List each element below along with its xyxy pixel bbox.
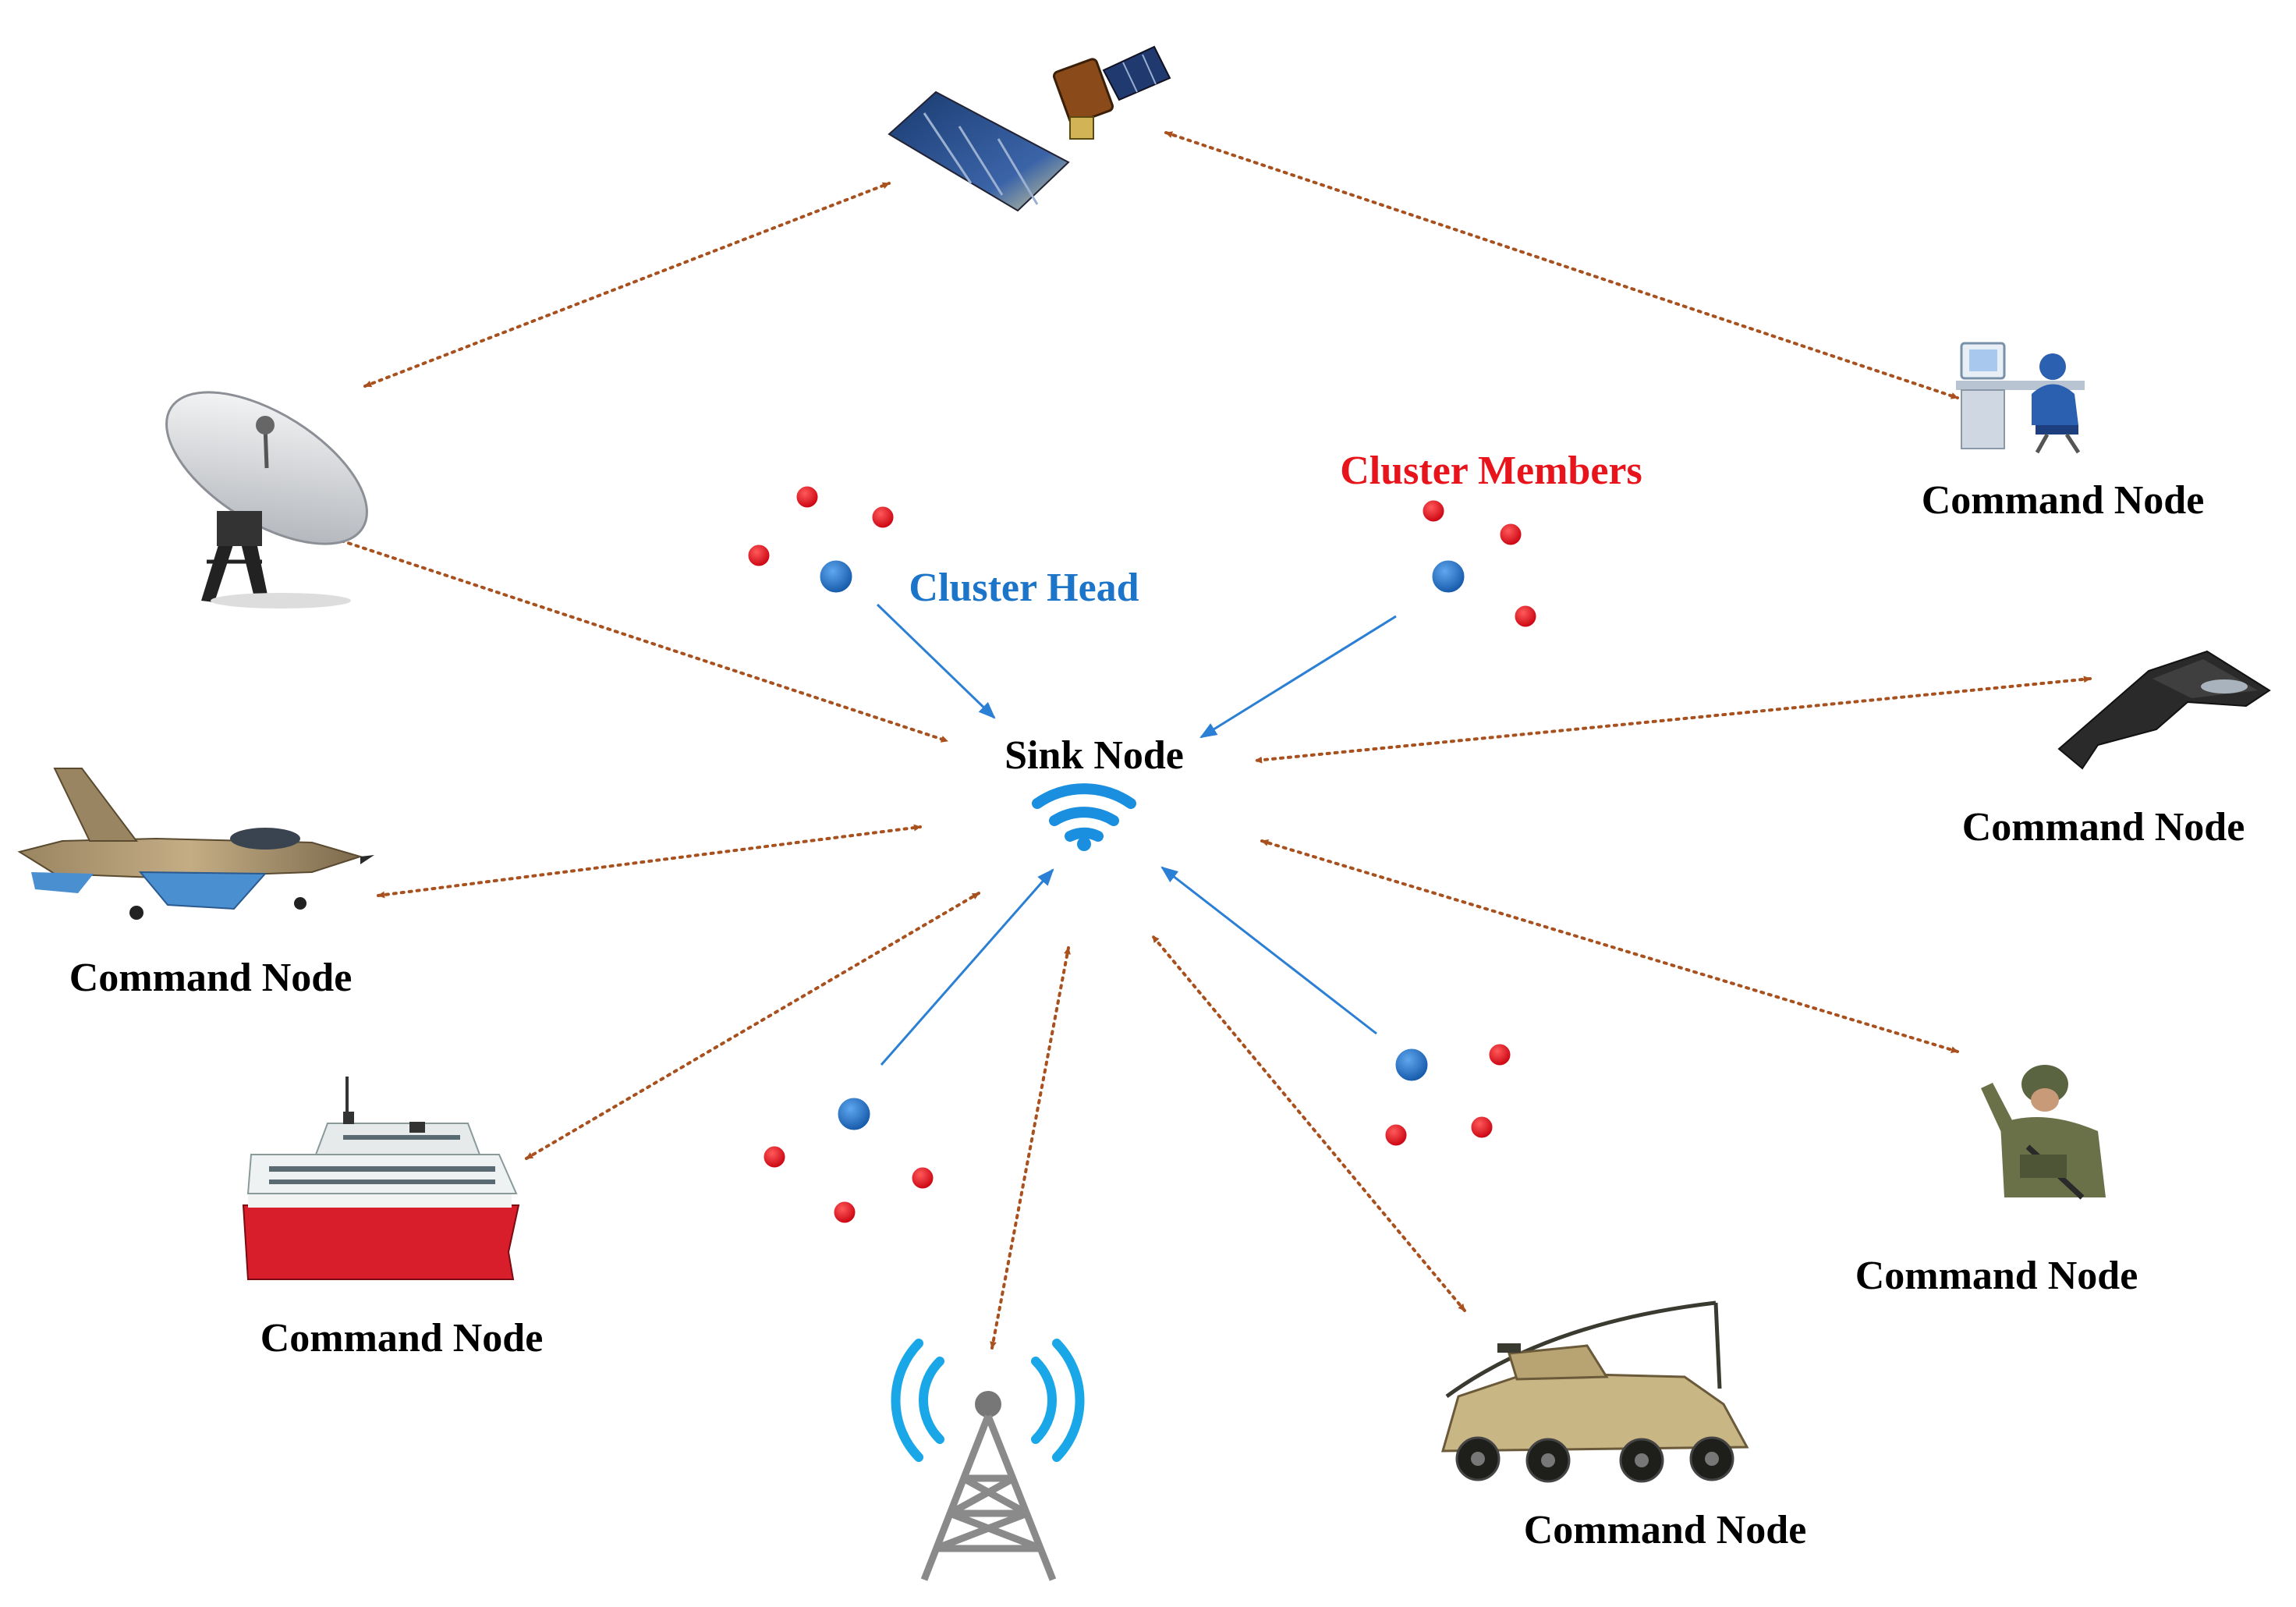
cluster-member xyxy=(794,484,820,510)
cluster-head xyxy=(835,1095,873,1133)
command-node-label-soldier: Command Node xyxy=(1855,1254,2138,1298)
cluster-member xyxy=(746,542,772,569)
cluster-member xyxy=(831,1199,858,1226)
cluster-head xyxy=(817,558,855,595)
computer-operator-icon xyxy=(1956,342,2085,454)
link-vehicle-sink xyxy=(1151,935,1466,1312)
cluster-member xyxy=(761,1144,788,1170)
cluster-head-links xyxy=(876,603,1397,1066)
cluster-members-label: Cluster Members xyxy=(1340,449,1642,493)
cluster-bottom-left xyxy=(761,1095,936,1226)
cluster-member xyxy=(1486,1041,1513,1068)
sink-node-label: Sink Node xyxy=(1004,733,1184,778)
cluster-top-left xyxy=(746,484,896,595)
link-soldier-sink xyxy=(1260,839,1959,1053)
link-jet-sink xyxy=(377,824,922,899)
cluster-member xyxy=(1420,498,1447,524)
cluster-member xyxy=(1469,1114,1495,1141)
armored-vehicle-icon xyxy=(1441,1300,1749,1483)
cluster-member xyxy=(1512,603,1539,630)
link-head-top-left xyxy=(876,603,996,719)
cluster-bottom-right xyxy=(1383,1041,1513,1148)
wifi-icon xyxy=(1032,783,1136,851)
link-tower-sink xyxy=(990,946,1071,1350)
stealth-bomber-icon xyxy=(2057,650,2271,770)
radio-tower-icon xyxy=(891,1339,1085,1581)
command-node-label-bomber: Command Node xyxy=(1962,805,2245,850)
command-node-label-ship: Command Node xyxy=(260,1316,544,1360)
cluster-member xyxy=(1497,521,1524,548)
cluster-member xyxy=(870,504,896,530)
ship-icon xyxy=(242,1077,520,1280)
cluster-member xyxy=(1383,1122,1409,1148)
link-dish-satellite xyxy=(363,182,891,388)
link-satellite-operator xyxy=(1164,131,1959,399)
cluster-member xyxy=(909,1165,936,1191)
command-node-label-vehicle: Command Node xyxy=(1524,1508,1807,1552)
cluster-top-right xyxy=(1420,498,1539,630)
cluster-head-label: Cluster Head xyxy=(909,566,1139,610)
command-node-label-operator: Command Node xyxy=(1922,478,2205,523)
satellite-icon xyxy=(888,45,1171,212)
cluster-head xyxy=(1393,1046,1430,1084)
dotted-links xyxy=(332,131,2092,1350)
link-head-top-right xyxy=(1199,615,1397,739)
link-bomber-sink xyxy=(1254,676,2092,764)
link-head-bottom-right xyxy=(1160,866,1377,1035)
command-node-label-jet: Command Node xyxy=(69,956,353,1000)
satellite-dish-icon xyxy=(165,391,368,608)
fighter-jet-icon xyxy=(17,768,374,920)
soldier-icon xyxy=(1981,1065,2106,1200)
cluster-head xyxy=(1430,558,1467,595)
link-dish-sink xyxy=(332,537,949,743)
link-head-bottom-left xyxy=(880,868,1054,1066)
link-ship-sink xyxy=(525,892,980,1160)
